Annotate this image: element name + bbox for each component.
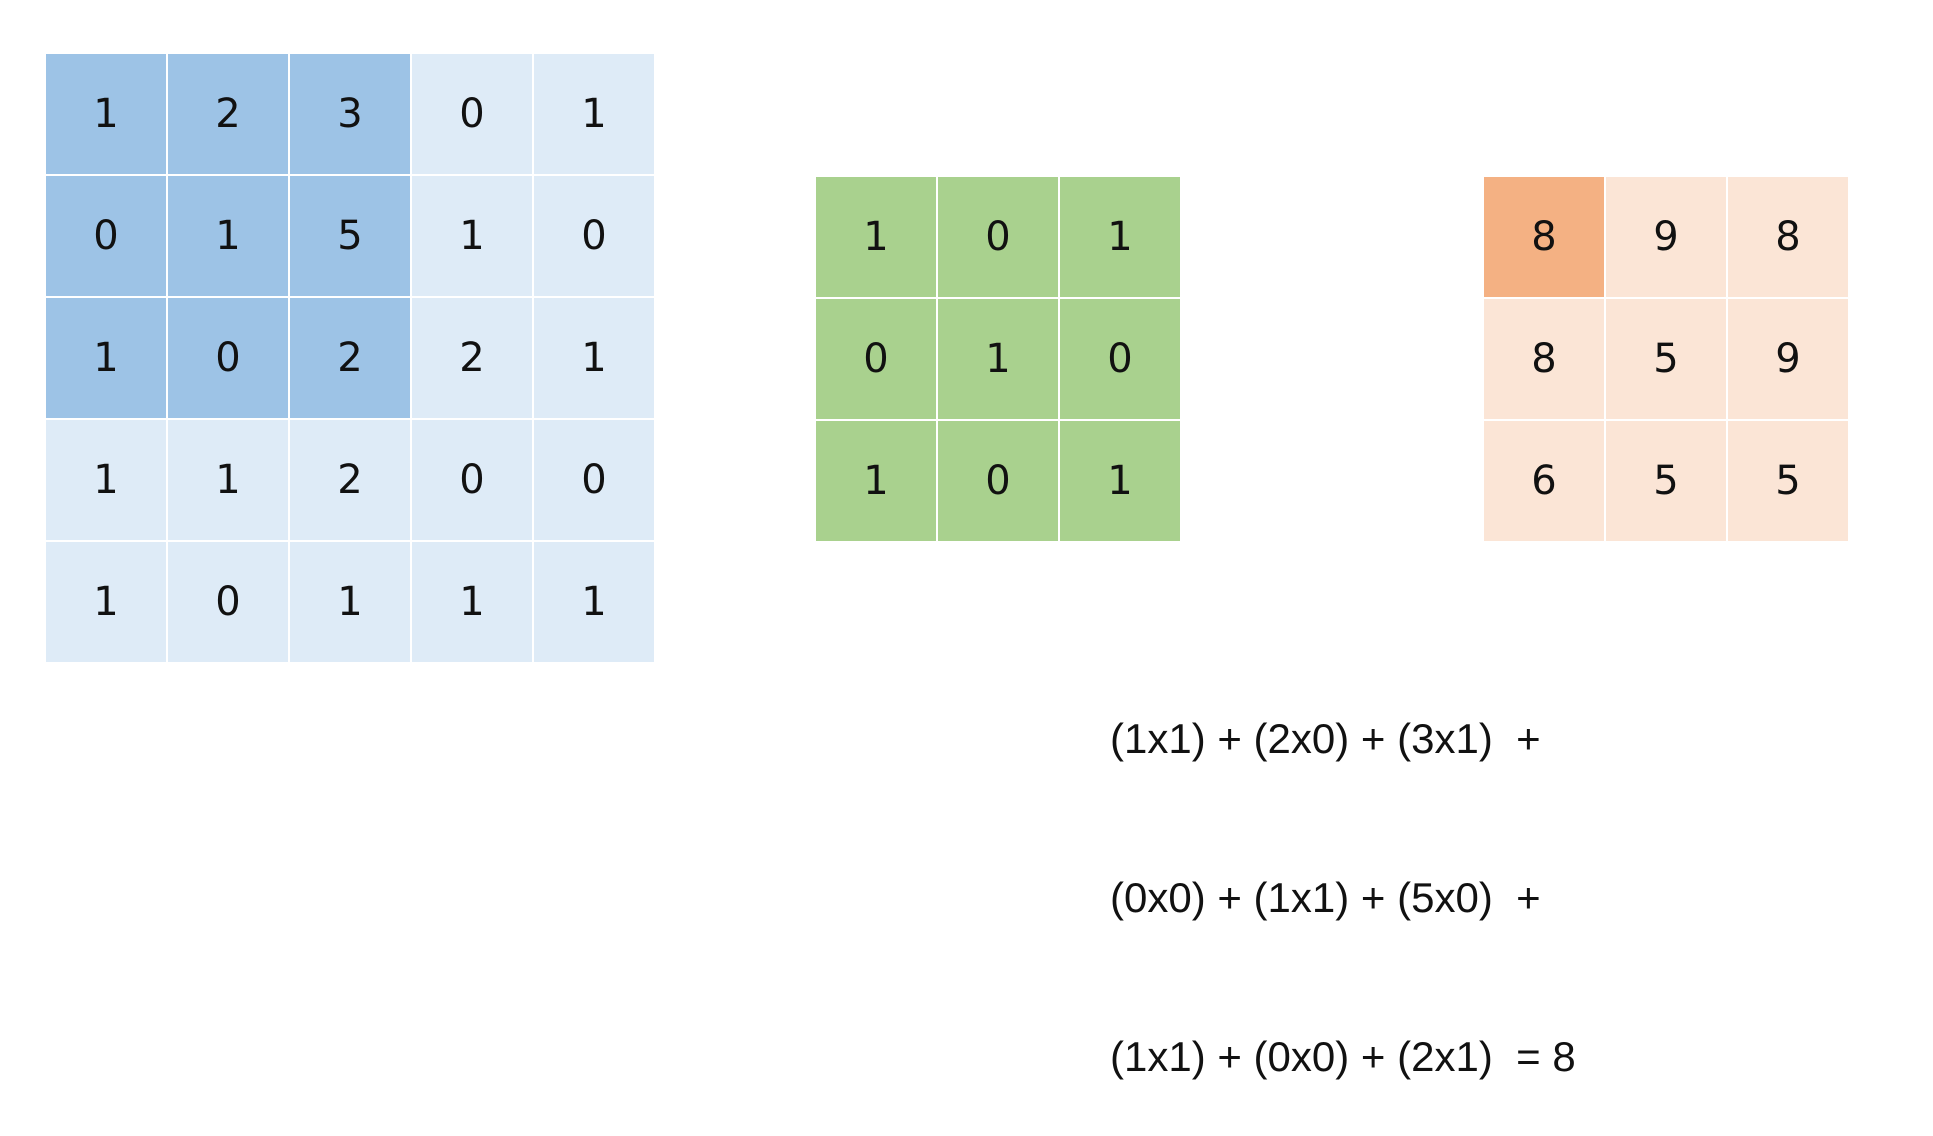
kernel-matrix-cell: 1 [816,177,936,297]
kernel-matrix-cell: 0 [1060,299,1180,419]
output-matrix-cell: 8 [1484,299,1604,419]
kernel-matrix-cell: 0 [938,177,1058,297]
input-matrix-cell: 2 [168,54,288,174]
input-matrix-cell: 1 [168,176,288,296]
output-matrix-cell: 5 [1728,421,1848,541]
equation-line-2: (0x0) + (1x1) + (5x0) + [1110,874,1541,921]
input-matrix-cell: 2 [290,420,410,540]
output-matrix-cell: 9 [1728,299,1848,419]
input-matrix-cell: 1 [46,54,166,174]
kernel-matrix-cell: 1 [1060,421,1180,541]
input-matrix-cell: 0 [412,54,532,174]
input-matrix-cell: 1 [46,542,166,662]
input-matrix-cell: 1 [534,298,654,418]
input-matrix-cell: 1 [46,420,166,540]
input-matrix-cell: 0 [534,176,654,296]
convolution-equation: (1x1) + (2x0) + (3x1) + (0x0) + (1x1) + … [1110,606,1576,1136]
input-matrix-cell: 5 [290,176,410,296]
input-matrix-cell: 1 [534,54,654,174]
input-matrix-cell: 1 [168,420,288,540]
input-matrix-cell: 1 [534,542,654,662]
equation-line-1: (1x1) + (2x0) + (3x1) + [1110,715,1541,762]
kernel-matrix-cell: 1 [816,421,936,541]
input-matrix-cell: 0 [412,420,532,540]
output-matrix-cell: 8 [1728,177,1848,297]
input-matrix-cell: 2 [290,298,410,418]
kernel-matrix-cell: 0 [938,421,1058,541]
input-matrix-cell: 3 [290,54,410,174]
input-matrix-cell: 0 [168,298,288,418]
output-matrix-cell: 6 [1484,421,1604,541]
equation-line-3: (1x1) + (0x0) + (2x1) = 8 [1110,1033,1576,1080]
input-matrix-cell: 1 [412,542,532,662]
input-matrix-cell: 0 [534,420,654,540]
input-matrix-cell: 0 [168,542,288,662]
input-matrix-cell: 1 [290,542,410,662]
input-matrix-cell: 2 [412,298,532,418]
input-matrix-cell: 1 [412,176,532,296]
kernel-matrix-cell: 0 [816,299,936,419]
kernel-matrix-cell: 1 [1060,177,1180,297]
kernel-matrix-cell: 1 [938,299,1058,419]
input-matrix-cell: 1 [46,298,166,418]
output-matrix-cell: 8 [1484,177,1604,297]
output-matrix-cell: 9 [1606,177,1726,297]
output-matrix-cell: 5 [1606,421,1726,541]
input-matrix-cell: 0 [46,176,166,296]
output-matrix-cell: 5 [1606,299,1726,419]
